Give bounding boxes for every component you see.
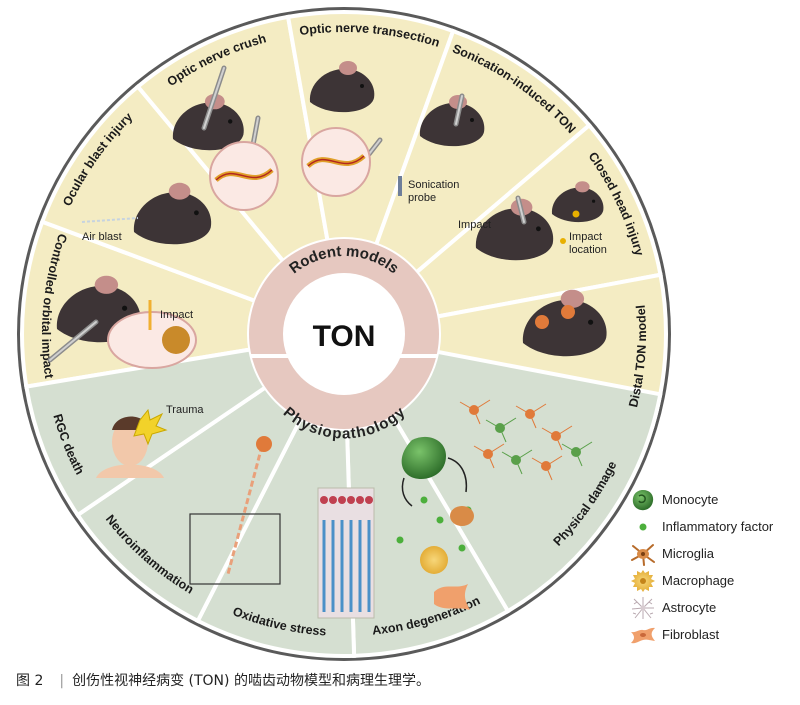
orbital-impact-note: Impact [160,309,193,321]
trauma-burst-icon [133,408,168,446]
sonication-note-2: probe [408,192,436,204]
distal-ton-eye-left [535,315,549,329]
legend-label: Monocyte [662,492,719,507]
retinal-cell-2 [329,496,337,504]
retinal-cell-3 [338,496,346,504]
rgc-dendrite-2 [485,417,517,443]
retinal-cell-5 [356,496,364,504]
center-disc [283,273,405,395]
legend-label: Macrophage [662,573,735,588]
optic-nerve-transection-inset-vessel [307,155,365,167]
orbital-impact-eyeball [162,326,190,354]
distal-ton-mouse-illustration [522,289,607,357]
axon-illustration [226,445,264,575]
neuroinflammation-monocyte [401,436,446,480]
orbital-impact-eye-inset [107,311,197,369]
closed-head-note-impact-2: Impact [569,231,602,243]
astrocyte-icon [628,596,658,620]
figure-number: 图 2 [16,673,44,689]
sonication-probe-swatch [398,176,402,196]
rgc-dendrite-8 [561,441,593,467]
legend-item-inflammatory-factor: Inflammatory factor [628,513,798,540]
caption-separator: | [59,673,65,689]
optic-nerve-transection-mouse-illustration [309,61,375,113]
optic-nerve-crush-inset-vessel [215,169,273,181]
figure-caption: 图 2 | 创伤性视神经病变 (TON) 的啮齿动物模型和病理生理学。 [16,670,786,690]
retinal-cell-6 [365,496,373,504]
ocular-blast-note: Air blast [82,231,122,243]
microglia-icon [628,542,658,566]
legend-item-monocyte: Monocyte [628,486,798,513]
physical-damage-note: Trauma [166,404,204,416]
impact-location-legend-dot [560,238,566,244]
ocular-blast-mouse-illustration [133,182,212,245]
closed-head-note-location: location [569,244,607,256]
physical-damage-shoulders [96,464,164,478]
neuroinflammation-microglia [450,506,474,526]
legend-label: Astrocyte [662,600,717,615]
neuroinflammation-arrow-1 [447,457,468,493]
monocyte-icon [628,488,658,512]
legend-label: Fibroblast [662,627,720,642]
orbital-impact-holder-highlight [49,321,97,361]
air-blast-lines [81,217,139,223]
rgc-dendrite-1 [459,399,491,425]
retinal-cell-1 [320,496,328,504]
closed-head-mouse-illustration [475,198,554,261]
neuroinflammation-arrow-2 [401,477,413,507]
legend: Monocyte Inflammatory factor Microglia M… [628,486,798,648]
rgc-dendrite-6 [473,443,505,469]
inflammatory-factor-dot-1 [420,496,428,504]
inflammatory-factor-dot-4 [396,536,404,544]
closed-head-top-view-mouse [551,181,604,223]
neuroinflammation-fibroblast [434,584,470,610]
macrophage-icon [628,569,658,593]
inflammatory-factor-icon [628,515,658,539]
distal-ton-eye-right [561,305,575,319]
neuron-soma-icon [256,436,272,452]
fibroblast-icon [628,623,658,647]
center-title: TON [313,320,376,353]
legend-label: Microglia [662,546,715,561]
legend-item-fibroblast: Fibroblast [628,621,798,648]
retinal-cell-4 [347,496,355,504]
closed-head-note-impact: Impact [458,219,491,231]
sonication-note-1: Sonication [408,179,459,191]
rgc-dendrite-5 [501,449,533,475]
inflammatory-factor-dot-5 [458,544,466,552]
closed-head-impactor-highlight [517,197,525,223]
retina-layers-illustration [317,487,375,619]
sonication-probe-tool-highlight [455,95,463,125]
axon-zoom-box [189,513,281,585]
caption-text: 创伤性视神经病变 (TON) 的啮齿动物模型和病理生理学。 [72,673,430,689]
rgc-dendrite-3 [515,403,547,429]
legend-label: Inflammatory factor [662,519,774,534]
legend-item-astrocyte: Astrocyte [628,594,798,621]
impact-location-marker [572,210,580,218]
legend-item-microglia: Microglia [628,540,798,567]
rgc-dendrite-7 [531,455,563,481]
neuroinflammation-macrophage [420,546,448,574]
inflammatory-factor-dot-2 [436,516,444,524]
legend-item-macrophage: Macrophage [628,567,798,594]
rgc-dendrite-4 [541,425,573,451]
crush-forceps-1-highlight [203,67,225,129]
